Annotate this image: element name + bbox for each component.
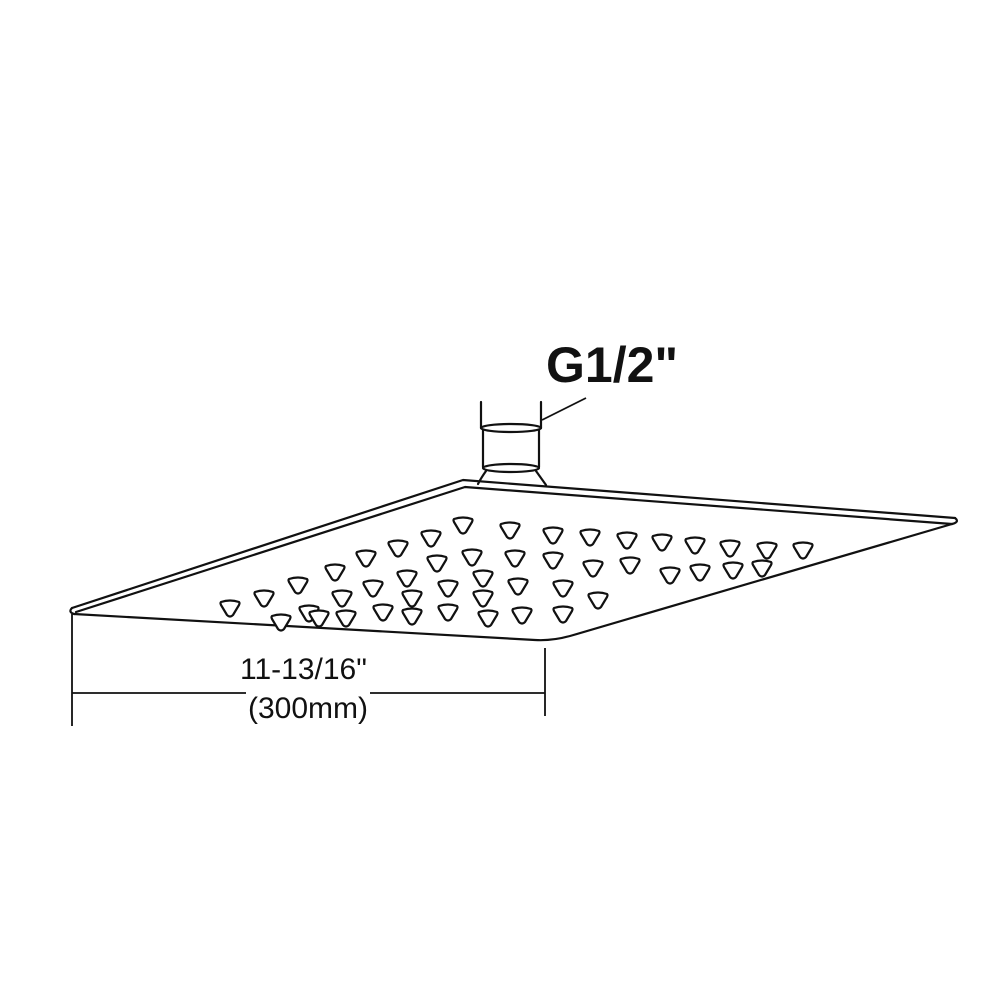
nozzle-icon [689, 563, 711, 582]
nozzle-icon [396, 569, 418, 588]
nozzle-icon [587, 591, 609, 610]
nozzle-icon [616, 531, 638, 550]
nozzle-icon [756, 541, 778, 560]
nozzle-icon [659, 566, 681, 585]
nozzle-icon [401, 607, 423, 626]
width-imperial-label: 11-13/16" [238, 653, 369, 686]
nozzle-icon [420, 529, 442, 548]
nozzle-icon [542, 551, 564, 570]
nozzle-icon [437, 579, 459, 598]
nozzle-icon [684, 536, 706, 555]
nozzle-icon [542, 526, 564, 545]
shower-plate [69, 478, 958, 642]
thread-leader-line [541, 397, 587, 421]
nozzle-icon [437, 603, 459, 622]
nozzle-icon [719, 539, 741, 558]
nozzle-icon [507, 577, 529, 596]
width-imperial-text: 11-13/16" [238, 653, 369, 686]
nozzle-icon [619, 556, 641, 575]
nozzle-icon [511, 606, 533, 625]
nozzle-icon [426, 554, 448, 573]
nozzle-icon [722, 561, 744, 580]
nozzle-icon [401, 589, 423, 608]
nozzle-icon [287, 576, 309, 595]
nozzle-icon [362, 579, 384, 598]
nozzle-icon [579, 528, 601, 547]
nozzle-icon [472, 589, 494, 608]
nozzle-icon [335, 609, 357, 628]
nozzle-icon [651, 533, 673, 552]
nozzle-icon [324, 563, 346, 582]
width-metric-label: (300mm) [246, 692, 371, 725]
nozzle-icon [504, 549, 526, 568]
nozzle-icon [582, 559, 604, 578]
nozzle-icon [792, 541, 814, 560]
nozzle-icon [355, 549, 377, 568]
nozzle-icon [472, 569, 494, 588]
spray-nozzles [219, 516, 814, 632]
nozzle-icon [552, 605, 574, 624]
width-metric-text: (300mm) [246, 692, 371, 725]
nozzle-icon [308, 609, 330, 628]
nozzle-icon [751, 559, 773, 578]
nozzle-icon [452, 516, 474, 535]
nozzle-icon [387, 539, 409, 558]
nozzle-icon [219, 599, 241, 618]
inlet-pipe [476, 400, 548, 487]
nozzle-icon [461, 548, 483, 567]
nozzle-icon [372, 603, 394, 622]
nozzle-icon [331, 589, 353, 608]
nozzle-icon [499, 521, 521, 540]
nozzle-icon [552, 579, 574, 598]
nozzle-icon [477, 609, 499, 628]
nozzle-icon [270, 613, 292, 632]
nozzle-icon [253, 589, 275, 608]
thread-size-label: G1/2" [546, 337, 679, 393]
